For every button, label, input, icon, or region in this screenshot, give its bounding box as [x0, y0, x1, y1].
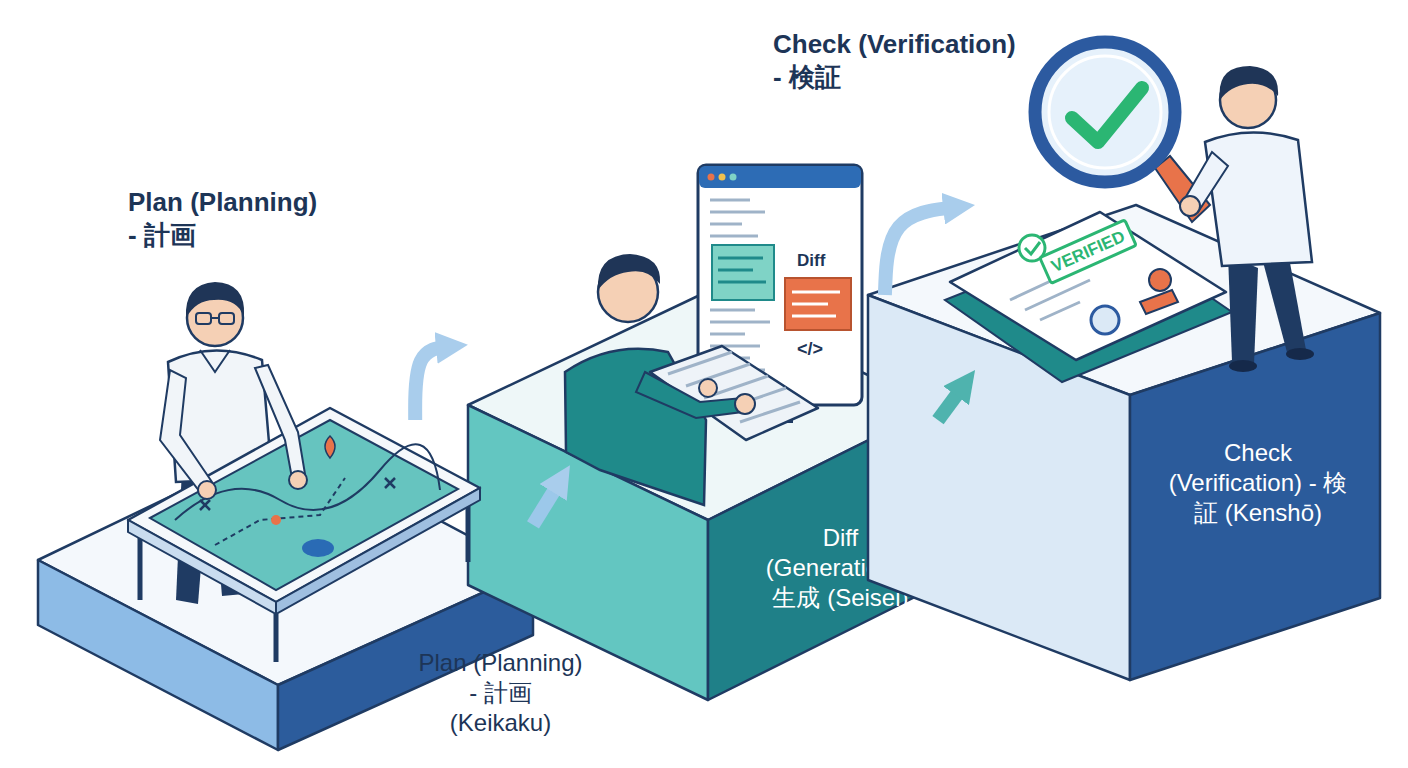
flow-arrow [533, 480, 561, 525]
document-base [945, 232, 1232, 382]
check-badge [1019, 235, 1045, 261]
arm [1184, 152, 1228, 212]
window-dot [719, 174, 726, 181]
screen-text: Diff [797, 250, 847, 271]
hand [735, 394, 755, 414]
diff-added [712, 245, 774, 300]
shoe [1286, 348, 1314, 360]
planner-arms [160, 365, 307, 499]
code-lines [710, 200, 770, 382]
keyboard [650, 346, 818, 440]
magnifier-lens [1035, 42, 1175, 182]
platform-outline [868, 205, 1383, 680]
hair [186, 282, 244, 318]
arm [636, 372, 742, 418]
platform-right-face [1130, 313, 1380, 680]
table-edge [128, 520, 276, 614]
shoe [1229, 360, 1257, 372]
hand [699, 379, 717, 397]
map-route [215, 478, 345, 545]
monitor [698, 165, 862, 422]
torso [565, 349, 706, 505]
arm [160, 370, 212, 492]
hair [598, 254, 660, 290]
table-edge [276, 488, 480, 614]
coder-figure [565, 254, 818, 505]
head [598, 262, 658, 322]
head [1220, 72, 1276, 128]
code-lines [792, 292, 840, 316]
platform-box: Check (Verification) - 検証 (Kenshō) [868, 205, 1383, 680]
trousers [176, 468, 208, 604]
monitor-frame [698, 165, 862, 405]
hair [1220, 66, 1279, 100]
magnifier [1035, 42, 1228, 222]
platform-label: Check (Verification) - 検証 (Kenshō) [1163, 438, 1353, 528]
stamp-handle [1149, 269, 1171, 291]
map-point [271, 515, 281, 525]
document-sheet [950, 212, 1226, 360]
trousers [212, 470, 250, 596]
keyboard-keys [668, 352, 800, 422]
seal [1091, 306, 1119, 334]
checker-figure [1205, 66, 1314, 372]
map-pin [325, 436, 335, 458]
flow-arrow [415, 347, 450, 420]
table-leg [138, 530, 143, 600]
map-lake [302, 539, 334, 557]
trousers [1228, 255, 1258, 364]
arm [255, 365, 305, 478]
stage-heading: Check (Verification) - 検証 [773, 28, 1025, 93]
stage-heading: Plan (Planning) - 計画 [128, 186, 326, 251]
trousers [1262, 252, 1306, 356]
monitor-stand [770, 400, 792, 422]
table-leg [466, 498, 471, 562]
platform-outline [38, 420, 533, 750]
stamp-tool [1140, 290, 1178, 314]
monitor-bar [699, 166, 861, 188]
flow-arrow [885, 207, 957, 295]
platform-box: Plan (Planning) - 計画 (Keikaku) [38, 420, 533, 750]
documents [945, 212, 1232, 382]
shirt [168, 350, 272, 482]
lens-shine [1049, 56, 1161, 168]
check-mark [1072, 88, 1142, 142]
glasses [196, 313, 211, 324]
flow-arrow [938, 384, 964, 420]
platform-left-face [38, 560, 278, 750]
diff-removed [785, 278, 851, 330]
document-lines [1010, 272, 1090, 320]
map-cross [200, 478, 395, 510]
planner-figure [168, 282, 272, 604]
map-table [128, 408, 480, 662]
platform-label: Plan (Planning) - 計画 (Keikaku) [418, 648, 583, 738]
collar [200, 350, 230, 372]
magnifier-handle [1155, 156, 1210, 222]
hand [289, 471, 307, 489]
glasses-bridge [211, 317, 219, 319]
table-leg [274, 614, 279, 662]
map-sheet [150, 420, 458, 590]
platform-left-face [868, 295, 1130, 680]
window-dot [708, 174, 715, 181]
check-badge-mark [1025, 242, 1040, 254]
window-dot [730, 174, 737, 181]
code-lines [718, 258, 766, 282]
hand [1180, 196, 1200, 216]
platform-left-face [468, 405, 708, 700]
table-top [128, 408, 480, 602]
map-road [175, 444, 440, 520]
shirt [1205, 132, 1312, 266]
hand [198, 481, 216, 499]
head [187, 290, 243, 346]
glasses [219, 313, 234, 324]
